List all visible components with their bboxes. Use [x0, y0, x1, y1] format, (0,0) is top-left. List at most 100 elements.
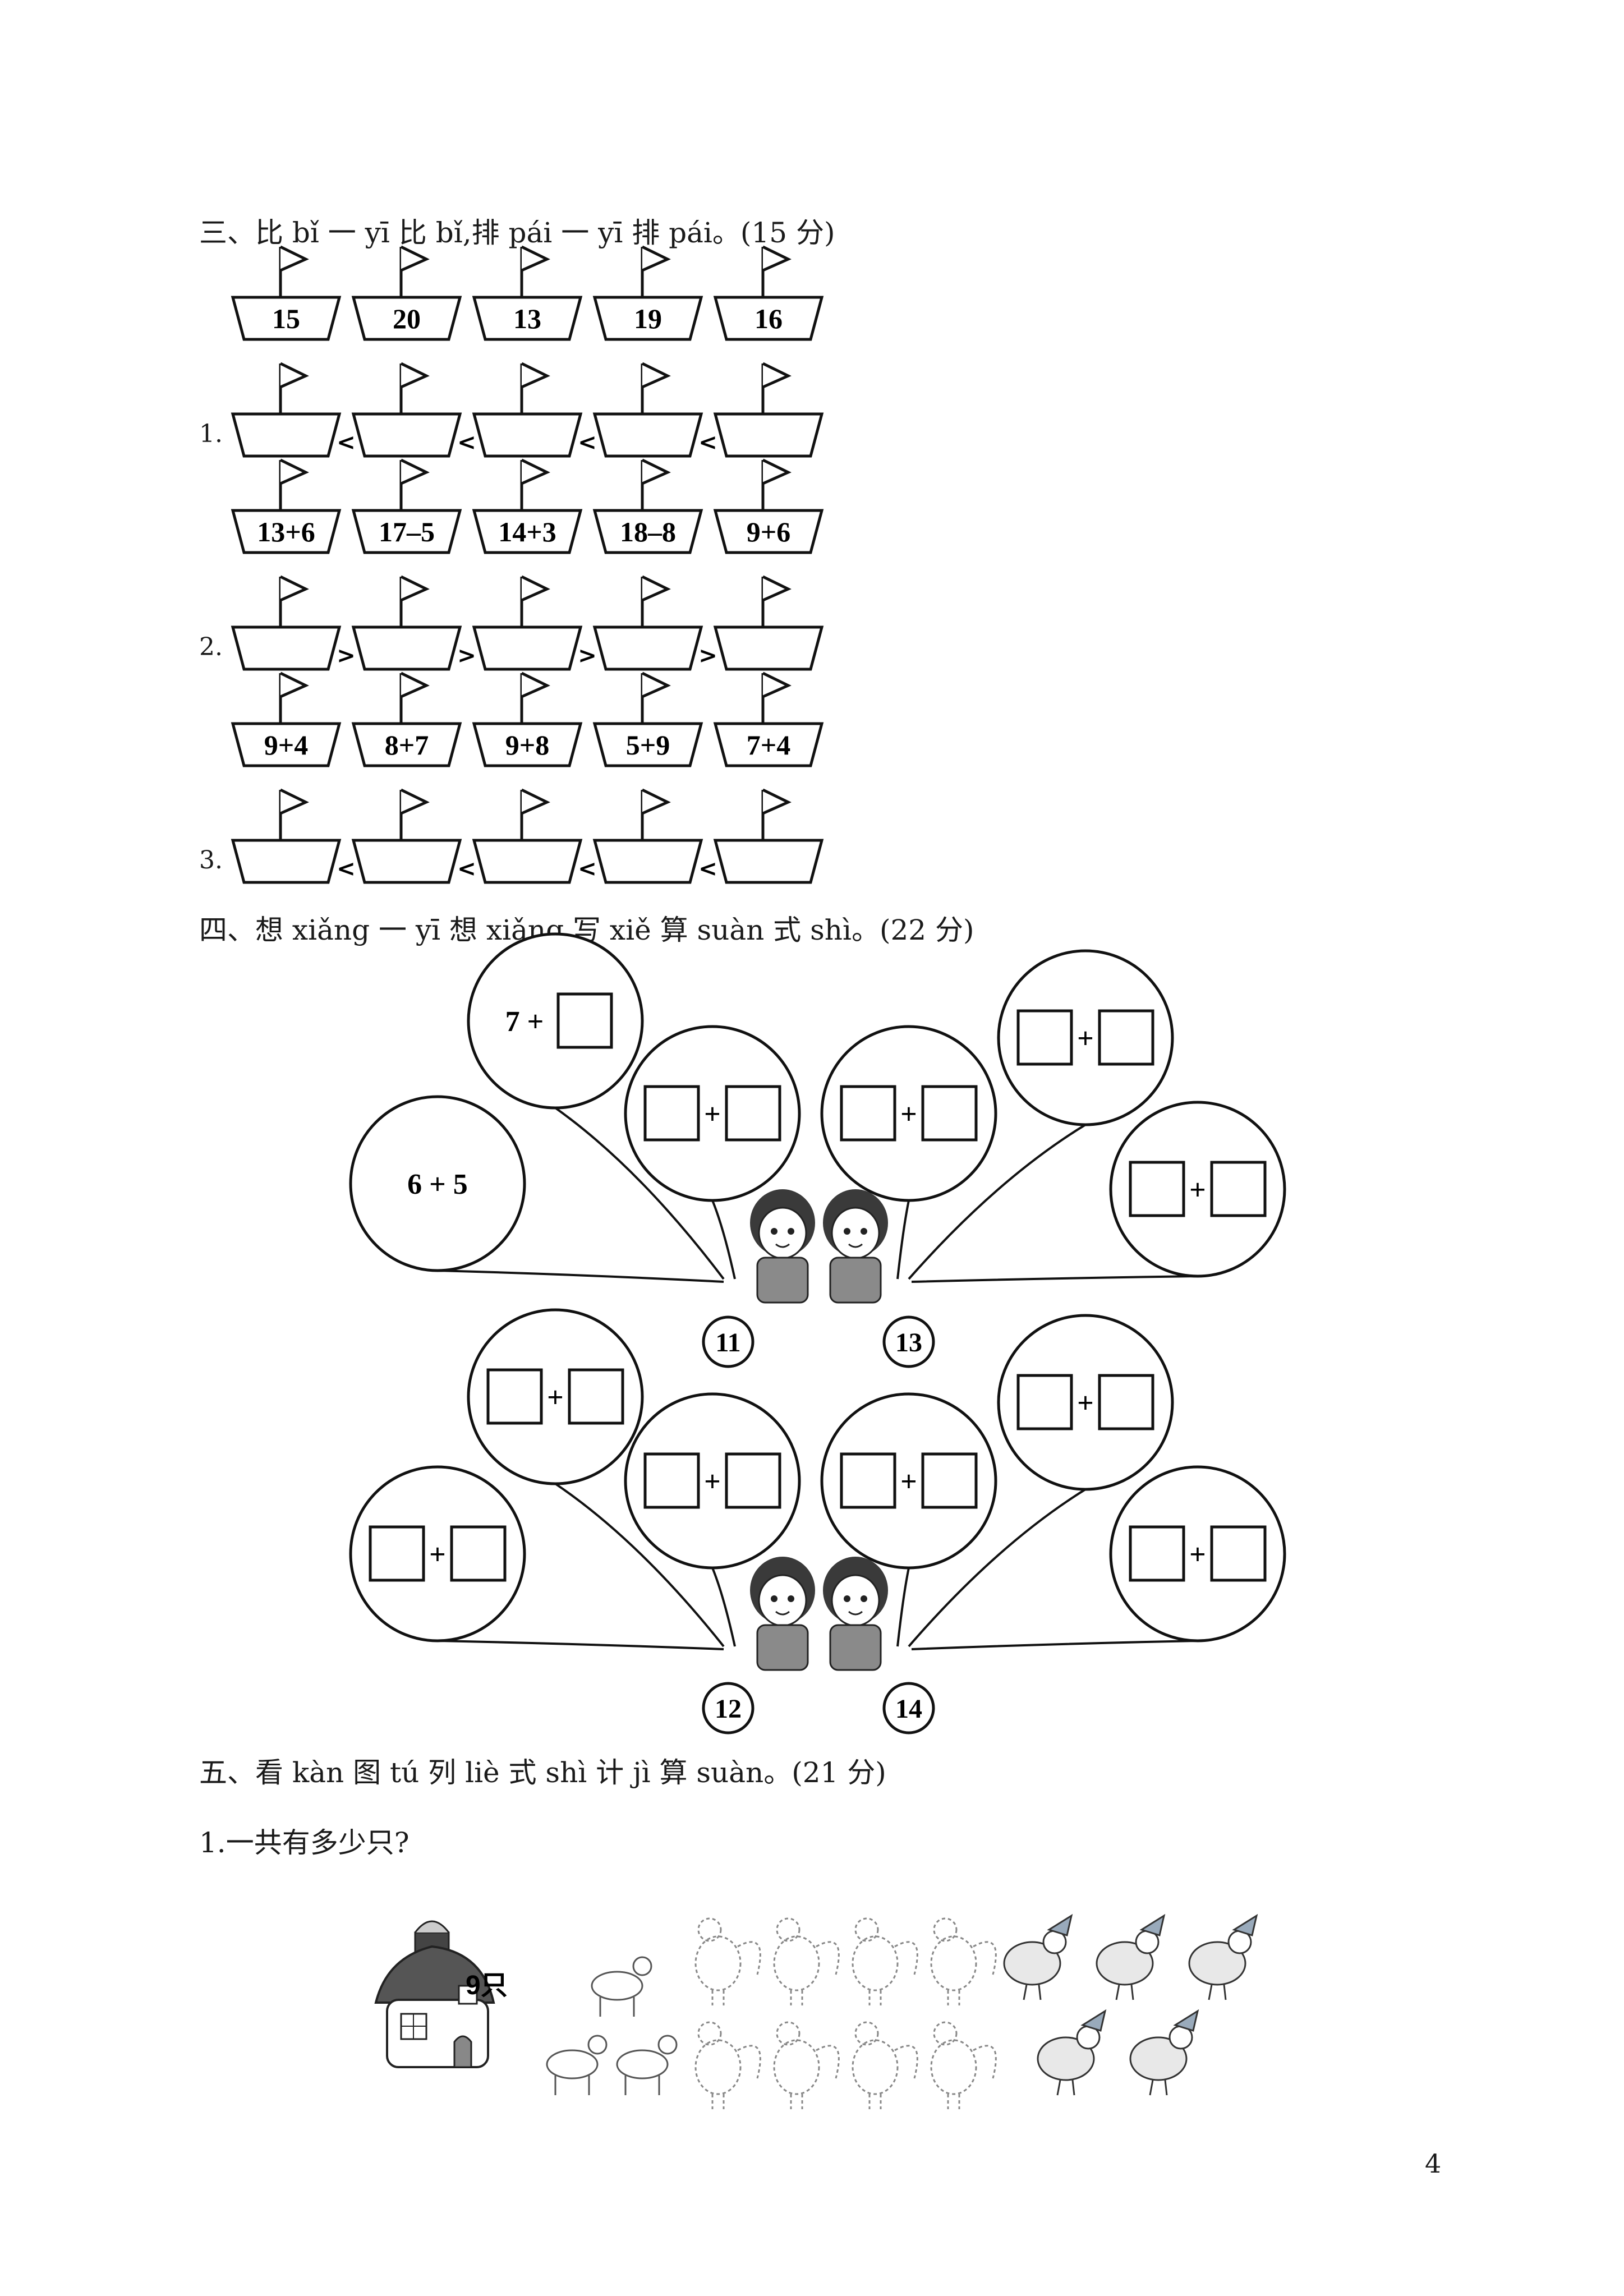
answer-box[interactable]	[1210, 1161, 1267, 1217]
page-number: 4	[1425, 2148, 1442, 2179]
balloon: 6 + 5	[349, 1095, 724, 1283]
given-expression: 6 + 5	[407, 1168, 468, 1200]
balloon: +	[820, 1025, 997, 1280]
answer-box[interactable]	[921, 1085, 978, 1142]
relation-sign: <	[578, 430, 597, 455]
house-label: 9只	[466, 1971, 508, 2000]
boat-value: 15	[272, 303, 300, 334]
answer-boat	[592, 575, 703, 671]
boat-value: 5+9	[626, 729, 670, 761]
boat-value: 9+4	[264, 729, 309, 761]
answer-box[interactable]	[840, 1452, 896, 1509]
relation-sign: <	[337, 856, 356, 882]
answer-boat	[351, 362, 462, 458]
balloon: +	[911, 1465, 1286, 1650]
answer-box[interactable]	[568, 1368, 624, 1425]
answer-boat	[713, 362, 824, 458]
answer-box[interactable]	[725, 1452, 781, 1509]
relation-sign: <	[337, 430, 356, 455]
balloon: +	[911, 1101, 1286, 1283]
number-badge: 14	[882, 1682, 935, 1734]
boat-value: 14+3	[498, 516, 556, 547]
plus-sign: +	[900, 1466, 917, 1498]
given-partial: 7 +	[505, 1006, 544, 1038]
answer-box[interactable]	[369, 1525, 425, 1582]
boat-value: 18–8	[620, 516, 676, 547]
boat-value: 17–5	[379, 516, 435, 547]
balloon: +	[467, 1308, 725, 1648]
answer-boat	[351, 788, 462, 884]
answer-boat	[472, 788, 583, 884]
relation-sign: <	[457, 856, 476, 882]
plus-sign: +	[429, 1539, 446, 1571]
answer-box[interactable]	[1129, 1161, 1185, 1217]
plus-sign: +	[704, 1466, 721, 1498]
plus-sign: +	[704, 1098, 721, 1130]
given-boat: 13+6	[231, 458, 342, 554]
given-boat: 9+8	[472, 671, 583, 767]
relation-sign: <	[457, 430, 476, 455]
group-label-2: 2.	[199, 633, 223, 661]
balloon: +	[624, 1025, 801, 1280]
plus-sign: +	[1077, 1023, 1094, 1055]
badge-value: 13	[895, 1328, 922, 1358]
balloon: +	[820, 1392, 997, 1647]
relation-sign: >	[578, 643, 597, 669]
answer-boat	[472, 575, 583, 671]
answer-box[interactable]	[921, 1452, 978, 1509]
section3-heading: 三、比 bǐ 一 yī 比 bǐ,排 pái 一 yī 排 pái。(15 分)	[199, 217, 835, 249]
answer-boat	[231, 362, 342, 458]
girls-icon-top	[750, 1189, 888, 1304]
badge-value: 14	[895, 1694, 922, 1724]
answer-box[interactable]	[1016, 1009, 1073, 1066]
plus-sign: +	[547, 1382, 564, 1414]
answer-boat	[351, 575, 462, 671]
given-boat: 14+3	[472, 458, 583, 554]
given-boat: 16	[713, 245, 824, 341]
boat-value: 7+4	[747, 729, 791, 761]
relation-sign: >	[337, 643, 356, 669]
answer-box[interactable]	[1098, 1009, 1154, 1066]
answer-box[interactable]	[1210, 1525, 1267, 1582]
given-boat: 7+4	[713, 671, 824, 767]
group-label-3: 3.	[199, 846, 223, 875]
number-badge: 12	[702, 1682, 755, 1734]
answer-box[interactable]	[643, 1085, 700, 1142]
balloon: 7 +	[467, 932, 725, 1280]
answer-box[interactable]	[556, 992, 613, 1049]
relation-sign: >	[457, 643, 476, 669]
answer-box[interactable]	[725, 1085, 781, 1142]
given-boat: 5+9	[592, 671, 703, 767]
question-1: 1.一共有多少只?	[199, 1826, 410, 1859]
balloon: +	[349, 1465, 724, 1650]
answer-box[interactable]	[1016, 1374, 1073, 1430]
answer-box[interactable]	[643, 1452, 700, 1509]
relation-sign: >	[698, 643, 717, 669]
answer-box[interactable]	[1129, 1525, 1185, 1582]
group-label-1: 1.	[199, 420, 223, 448]
given-boat: 20	[351, 245, 462, 341]
badge-value: 12	[715, 1694, 742, 1724]
answer-box[interactable]	[1098, 1374, 1154, 1430]
answer-boat	[592, 788, 703, 884]
balloon: +	[908, 949, 1174, 1280]
answer-box[interactable]	[450, 1525, 507, 1582]
answer-box[interactable]	[486, 1368, 543, 1425]
number-badge: 13	[882, 1315, 935, 1368]
given-boat: 8+7	[351, 671, 462, 767]
answer-boat	[592, 362, 703, 458]
house-icon	[374, 1920, 495, 2068]
answer-boat	[231, 575, 342, 671]
rooster-icon	[694, 1917, 997, 2109]
number-badge: 11	[702, 1315, 755, 1368]
plus-sign: +	[1077, 1387, 1094, 1419]
girls-icon-bottom	[750, 1557, 888, 1671]
boat-value: 8+7	[385, 729, 429, 761]
answer-box[interactable]	[840, 1085, 896, 1142]
boat-value: 13	[513, 303, 541, 334]
answer-boat	[472, 362, 583, 458]
relation-sign: <	[698, 856, 717, 882]
given-boat: 18–8	[592, 458, 703, 554]
boat-value: 19	[634, 303, 662, 334]
